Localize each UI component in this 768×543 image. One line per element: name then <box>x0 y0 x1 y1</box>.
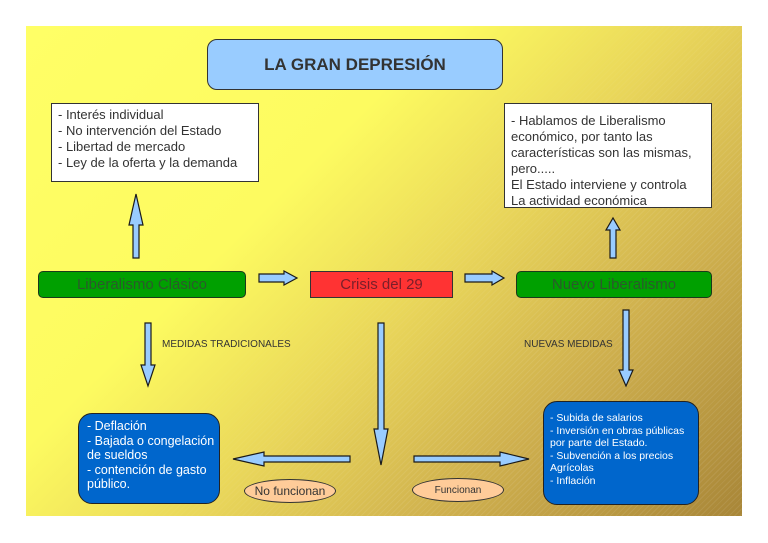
node-new-liberalism: Nuevo Liberalismo <box>516 271 712 298</box>
measure-line: - contención de gasto <box>87 462 207 477</box>
arrow-up-icon <box>128 193 144 259</box>
measure-line: Agrícolas <box>550 462 594 474</box>
label-new-measures: NUEVAS MEDIDAS <box>524 339 613 350</box>
new-measures-box: - Subida de salarios - Inversión en obra… <box>543 401 699 505</box>
arrow-right-icon <box>413 451 530 467</box>
measure-line: por parte del Estado. <box>550 437 648 449</box>
outcome-label: No funcionan <box>254 484 326 498</box>
arrow-down-icon <box>618 309 634 388</box>
measure-line: público. <box>87 477 131 491</box>
note-line: económico, por tanto las <box>511 129 653 144</box>
node-classic-liberalism: Liberalismo Clásico <box>38 271 246 298</box>
note-line: - Ley de la oferta y la demanda <box>58 155 238 170</box>
arrow-up-icon <box>604 216 622 259</box>
arrow-right-icon <box>464 269 506 287</box>
measure-line: de sueldos <box>87 448 148 462</box>
outcome-working: Funcionan <box>412 478 504 502</box>
note-line: características son las mismas, <box>511 145 692 160</box>
arrow-down-icon <box>373 322 389 466</box>
node-label: Liberalismo Clásico <box>76 276 208 293</box>
measure-line: - Subida de salarios <box>550 412 643 424</box>
note-line: pero..... <box>511 161 556 176</box>
measure-line: - Subvención a los precios <box>550 449 674 462</box>
note-line: - No intervención del Estado <box>58 123 222 138</box>
new-liberalism-notes: - Hablamos de Liberalismo económico, por… <box>504 103 712 208</box>
label-traditional-measures: MEDIDAS TRADICIONALES <box>162 339 291 350</box>
classic-liberalism-notes: - Interés individual - No intervención d… <box>51 103 259 182</box>
note-line: - Interés individual <box>58 107 164 122</box>
outcome-not-working: No funcionan <box>244 479 336 503</box>
diagram-title-text: LA GRAN DEPRESIÓN <box>264 54 446 74</box>
arrow-down-icon <box>140 322 156 388</box>
arrow-left-icon <box>232 451 351 467</box>
measure-line: - Inversión en obras públicas <box>550 424 685 437</box>
note-line: - Hablamos de Liberalismo <box>511 113 666 128</box>
node-crisis-29: Crisis del 29 <box>310 271 453 298</box>
note-line: El Estado interviene y controla <box>511 177 687 192</box>
node-label: Nuevo Liberalismo <box>551 276 677 293</box>
note-line: - Libertad de mercado <box>58 139 186 154</box>
traditional-measures-box: - Deflación - Bajada o congelación de su… <box>78 413 220 504</box>
note-line: La actividad económica <box>511 193 647 208</box>
node-label: Crisis del 29 <box>340 276 423 293</box>
measure-line: - Bajada o congelación <box>87 433 215 448</box>
outcome-label: Funcionan <box>434 484 482 496</box>
arrow-right-icon <box>258 269 299 287</box>
measure-line: - Inflación <box>550 474 596 487</box>
measure-line: - Deflación <box>87 419 147 433</box>
diagram-title: LA GRAN DEPRESIÓN <box>207 39 503 90</box>
